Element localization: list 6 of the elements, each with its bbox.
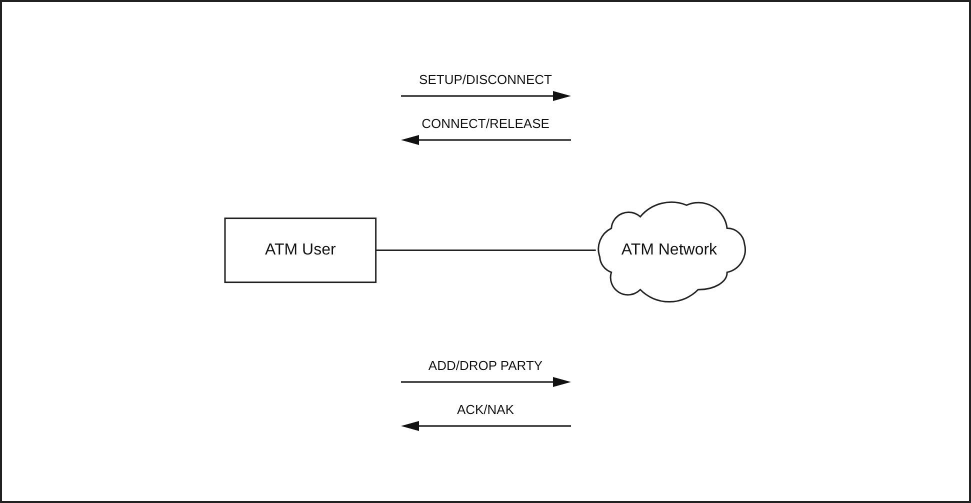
message-label: ACK/NAK <box>456 402 514 416</box>
message-label: SETUP/DISCONNECT <box>419 72 552 86</box>
node-box: ATM User <box>224 217 377 283</box>
connector <box>376 249 596 251</box>
message-label: CONNECT/RELEASE <box>422 116 550 130</box>
message-label: ADD/DROP PARTY <box>428 358 543 372</box>
